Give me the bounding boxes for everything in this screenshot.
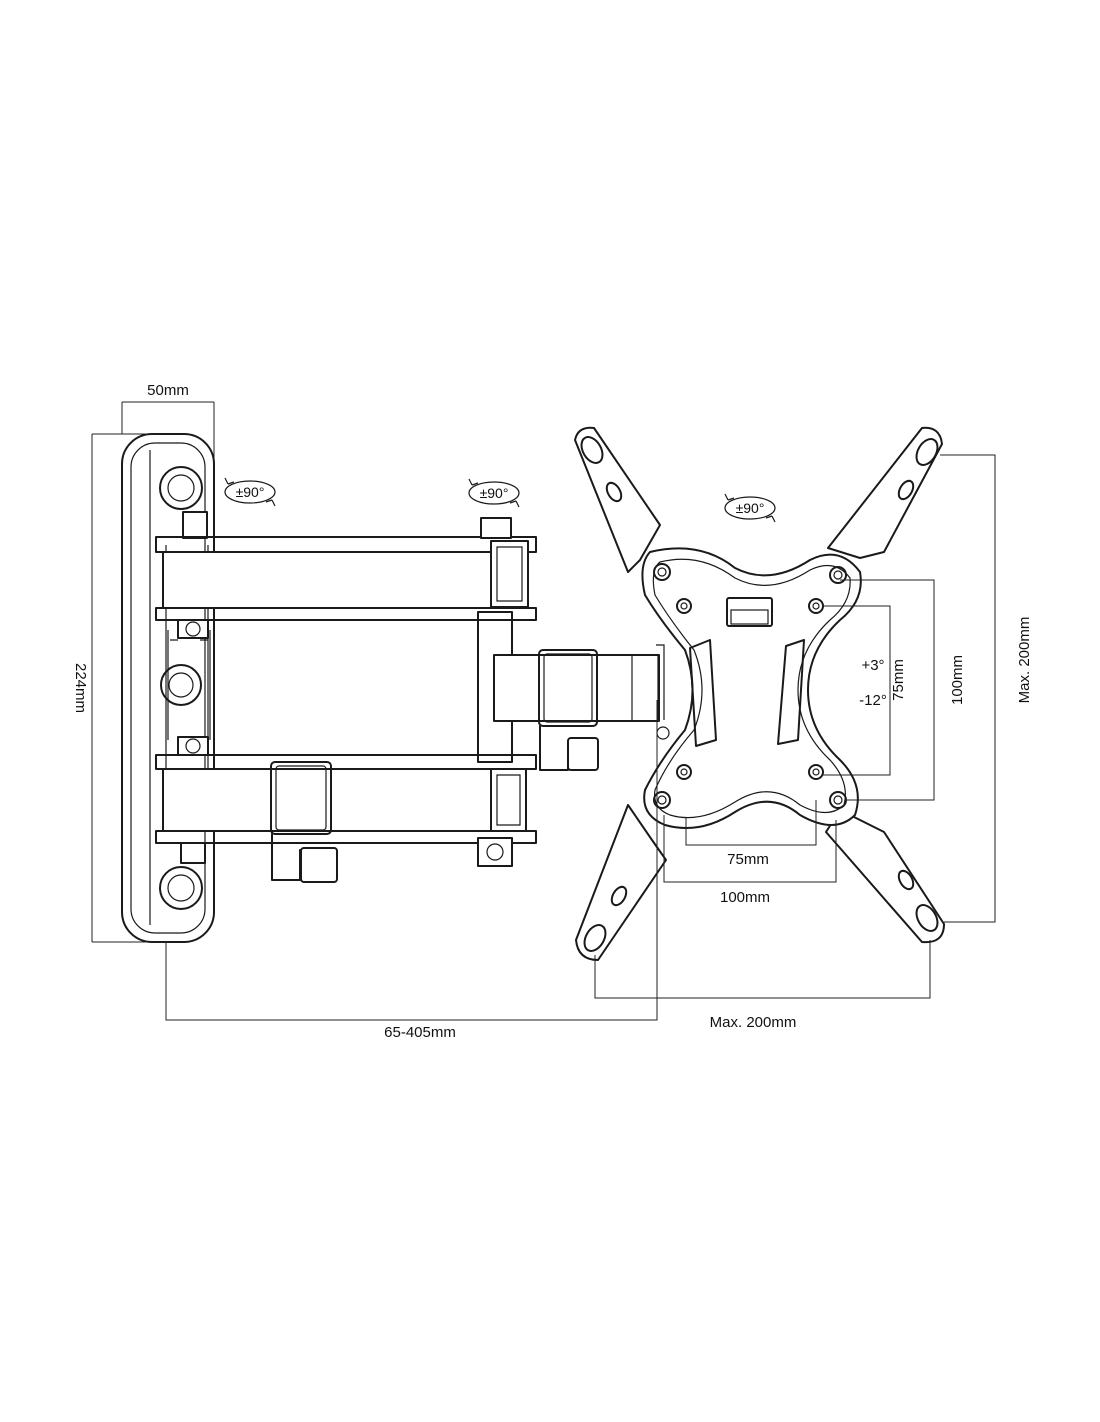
label-75mm-vertical: 75mm [890,659,907,701]
rotation-symbol-arm [468,478,520,508]
label-65-405mm: 65-405mm [384,1024,456,1041]
label-max-200mm-vertical: Max. 200mm [1016,617,1033,704]
rotation-symbol-wall [224,477,276,507]
label-rotation-plate: ±90° [736,500,765,516]
label-tilt-down: -12° [859,692,887,709]
rotation-symbol-plate [724,493,776,523]
extension-arm [493,644,670,771]
label-75mm-horizontal: 75mm [727,851,769,868]
dimension-lines [91,401,996,1021]
label-rotation-wall: ±90° [236,484,265,500]
vesa-plate [574,426,945,961]
label-tilt-up: +3° [861,657,884,674]
upper-arm [155,511,537,639]
center-link [167,611,513,763]
lower-arm [155,736,537,883]
label-50mm: 50mm [147,382,189,399]
label-100mm-horizontal: 100mm [720,889,770,906]
label-max-200mm-horizontal: Max. 200mm [710,1014,797,1031]
label-rotation-arm: ±90° [480,485,509,501]
label-224mm: 224mm [72,663,89,713]
label-100mm-vertical: 100mm [949,655,966,705]
